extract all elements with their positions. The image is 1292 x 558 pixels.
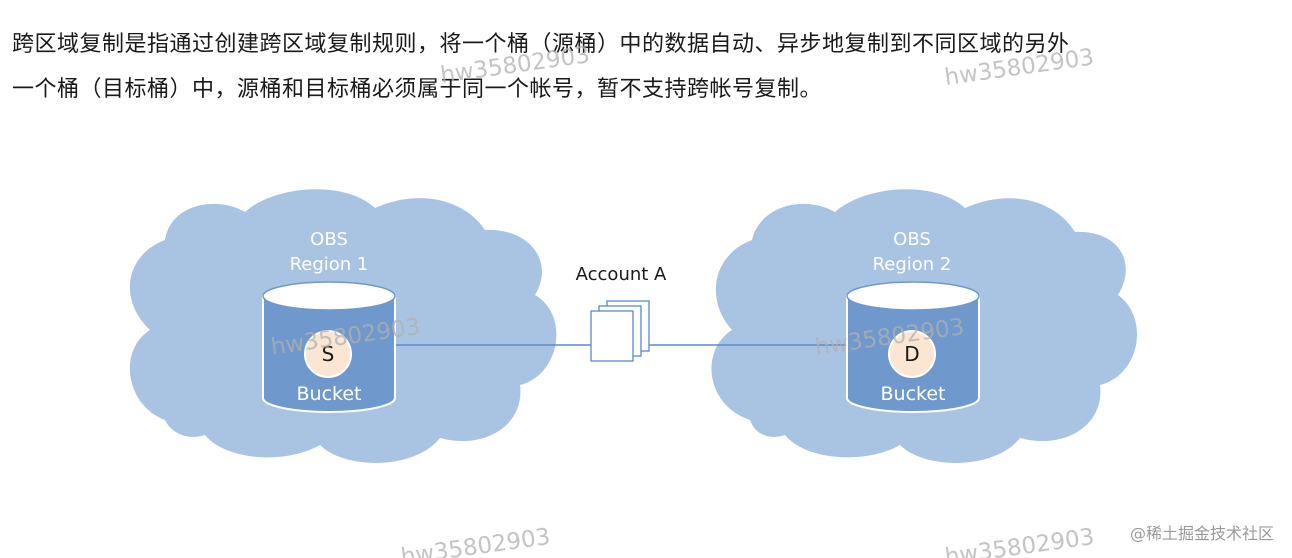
source-region-label-line1: OBS xyxy=(310,229,348,250)
watermark-6: hw35802903 xyxy=(943,524,1096,558)
source-bucket: S Bucket xyxy=(262,281,396,413)
target-bucket: D Bucket xyxy=(846,281,980,413)
target-region-label-line2: Region 2 xyxy=(873,254,952,275)
description-line-1: 跨区域复制是指通过创建跨区域复制规则，将一个桶（源桶）中的数据自动、异步地复制到… xyxy=(12,32,1070,57)
target-bucket-letter: D xyxy=(904,342,919,366)
source-bucket-top xyxy=(262,281,396,311)
target-bucket-label: Bucket xyxy=(881,383,946,405)
target-region-label-line1: OBS xyxy=(893,229,931,250)
target-bucket-top xyxy=(846,281,980,311)
description-line-2: 一个桶（目标桶）中，源桶和目标桶必须属于同一个帐号，暂不支持跨帐号复制。 xyxy=(12,77,823,102)
target-bucket-badge xyxy=(888,330,936,378)
watermark-1: hw35802903 xyxy=(439,42,592,89)
watermark-2: hw35802903 xyxy=(943,44,1096,91)
source-bucket-badge xyxy=(304,330,352,378)
source-bucket-label: Bucket xyxy=(297,383,362,405)
source-region-label-line2: Region 1 xyxy=(290,254,369,275)
source-bucket-letter: S xyxy=(322,342,335,366)
watermark-5: hw35802903 xyxy=(399,524,552,558)
description-text: 跨区域复制是指通过创建跨区域复制规则，将一个桶（源桶）中的数据自动、异步地复制到… xyxy=(12,22,1282,112)
footer-credit: @稀土掘金技术社区 xyxy=(1129,524,1274,543)
account-label: Account A xyxy=(576,264,667,285)
account-documents-icon xyxy=(590,300,650,362)
